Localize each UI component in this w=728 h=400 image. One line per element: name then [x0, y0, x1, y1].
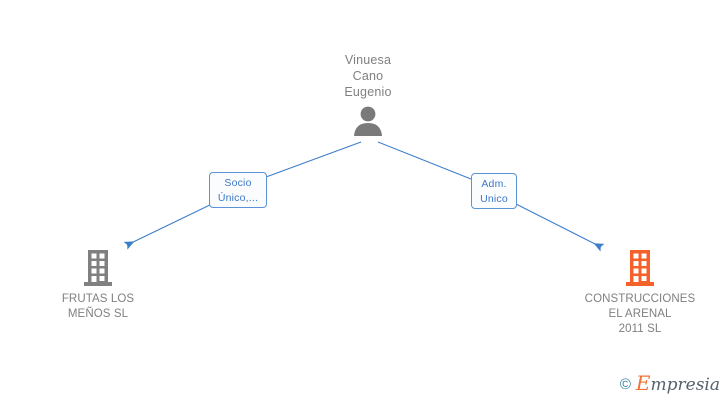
- relation-label-socio-unico[interactable]: Socio Único,...: [209, 172, 267, 208]
- relation-label-adm-unico[interactable]: Adm. Unico: [471, 173, 517, 209]
- company-node-construcciones-el-arenal[interactable]: CONSTRUCCIONES EL ARENAL 2011 SL: [570, 250, 710, 337]
- edge-socio-unico-to-frutas-los-menos: [123, 202, 215, 250]
- edge-adm-unico-to-construcciones-el-arenal: [515, 203, 605, 252]
- watermark-brand: Empresia: [635, 371, 721, 395]
- company-node-frutas-los-menos[interactable]: FRUTAS LOS MEÑOS SL: [38, 250, 158, 322]
- edge-person-to-adm-unico: [377, 141, 472, 180]
- company-name-frutas-los-menos: FRUTAS LOS MEÑOS SL: [61, 293, 135, 320]
- person-node[interactable]: Vinuesa Cano Eugenio: [308, 52, 428, 136]
- person-name: Vinuesa Cano Eugenio: [344, 53, 392, 99]
- copyright-icon: ©: [619, 375, 631, 393]
- building-icon: [84, 250, 112, 286]
- edge-person-to-socio-unico: [265, 141, 362, 178]
- watermark-empresia: © Empresia: [619, 371, 721, 395]
- watermark-brand-rest: mpresia: [650, 375, 721, 395]
- company-name-construcciones-el-arenal: CONSTRUCCIONES EL ARENAL 2011 SL: [584, 293, 696, 335]
- person-icon: [354, 106, 382, 136]
- building-icon: [626, 250, 654, 286]
- watermark-brand-initial: E: [635, 371, 651, 395]
